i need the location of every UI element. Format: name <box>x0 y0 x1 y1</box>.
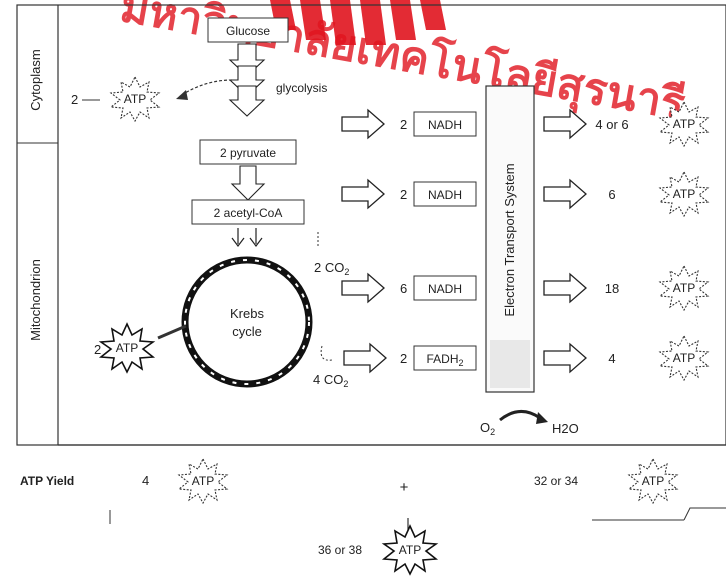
carrier-count: 2 <box>400 117 407 132</box>
carrier-input-arrow <box>341 179 385 209</box>
carrier-name: FADH2 <box>426 352 463 368</box>
glycolysis-atp-count: 2 <box>71 92 78 107</box>
carrier-row: 6 NADH 18 ATP <box>341 265 709 311</box>
carrier-input-arrow <box>343 343 387 373</box>
mitochondrion-label: Mitochondrion <box>28 259 43 341</box>
carrier-atp-yield: 6 <box>608 187 615 202</box>
atp-yield-glycolysis-count: 4 <box>142 473 149 488</box>
carrier-output-arrow <box>543 109 587 139</box>
krebs-label-2: cycle <box>232 324 262 339</box>
carrier-atp-yield: 18 <box>605 281 619 296</box>
h2o-label: H2O <box>552 421 579 436</box>
co2-top-label: 2 CO2 <box>314 260 349 277</box>
carrier-box <box>413 111 477 137</box>
watermark: มหาวิทยาลัยเทคโนโลยีสุรนารี <box>116 0 689 133</box>
atp-burst-labels: ATP ATP ATP ATP ATP <box>116 92 664 557</box>
atp-label: ATP <box>192 474 214 488</box>
carrier-count: 2 <box>400 187 407 202</box>
carrier-input-arrow <box>341 273 385 303</box>
carrier-box <box>413 275 477 301</box>
glucose-box <box>207 17 289 43</box>
atp-total-count: 36 or 38 <box>318 543 362 557</box>
yield-step-line <box>683 507 726 521</box>
atp-yield-label: ATP Yield <box>20 474 74 488</box>
atp-label: ATP <box>399 543 421 557</box>
acetyl-coa-box <box>191 199 305 225</box>
krebs-atp-count: 2 <box>94 342 101 357</box>
o2-label: O2 <box>480 420 495 437</box>
glycolysis-label: glycolysis <box>276 81 327 95</box>
pyruvate-label: 2 pyruvate <box>220 146 276 160</box>
co2-bottom-arrow <box>320 345 333 361</box>
krebs-atp-arrow <box>157 324 187 340</box>
carrier-output-arrow <box>543 179 587 209</box>
glycolysis-atp-arrow <box>179 79 233 97</box>
carrier-input-arrow <box>341 109 385 139</box>
carrier-count: 2 <box>400 351 407 366</box>
carrier-box <box>413 345 477 371</box>
pyruvate-down-arrow <box>230 165 266 201</box>
carrier-output-arrow <box>543 343 587 373</box>
atp-label: ATP <box>642 474 664 488</box>
carrier-output-arrow <box>543 273 587 303</box>
atp-label: ATP <box>673 351 695 365</box>
carrier-row: 2 NADH 4 or 6 ATP <box>341 101 709 147</box>
krebs-cycle-ring-texture <box>184 259 310 385</box>
carrier-name: NADH <box>428 118 462 132</box>
watermark-logo <box>270 0 446 45</box>
carrier-name: NADH <box>428 188 462 202</box>
carrier-name: NADH <box>428 282 462 296</box>
etc-label: Electron Transport System <box>502 163 517 316</box>
carrier-atp-yield: 4 <box>608 351 615 366</box>
carrier-count: 6 <box>400 281 407 296</box>
atp-label: ATP <box>673 187 695 201</box>
o2-h2o-arrow <box>499 410 541 422</box>
carrier-atp-yield: 4 or 6 <box>595 117 628 132</box>
glycolysis-arrows <box>228 43 266 117</box>
krebs-label-1: Krebs <box>230 306 264 321</box>
carrier-row: 2 NADH 6 ATP <box>341 171 709 217</box>
etc-column-shade <box>490 340 530 388</box>
pyruvate-box <box>199 139 297 165</box>
cytoplasm-label: Cytoplasm <box>28 49 43 110</box>
carrier-box <box>413 181 477 207</box>
atp-label: ATP <box>116 341 138 355</box>
atp-label: ATP <box>673 281 695 295</box>
o2-h2o-arrowhead <box>536 412 548 424</box>
glucose-label: Glucose <box>226 24 270 38</box>
atp-yield-etc-count: 32 or 34 <box>534 474 578 488</box>
atp-label: ATP <box>124 92 146 106</box>
acetyl-coa-label: 2 acetyl-CoA <box>214 206 283 220</box>
glycolysis-atp-arrowhead <box>176 90 188 100</box>
carrier-row: 2 FADH2 4 ATP <box>343 335 709 381</box>
atp-label: ATP <box>673 117 695 131</box>
plus-sign: + <box>400 479 409 496</box>
acetyl-coa-down-arrows <box>231 228 263 247</box>
co2-bottom-label: 4 CO2 <box>313 372 348 389</box>
